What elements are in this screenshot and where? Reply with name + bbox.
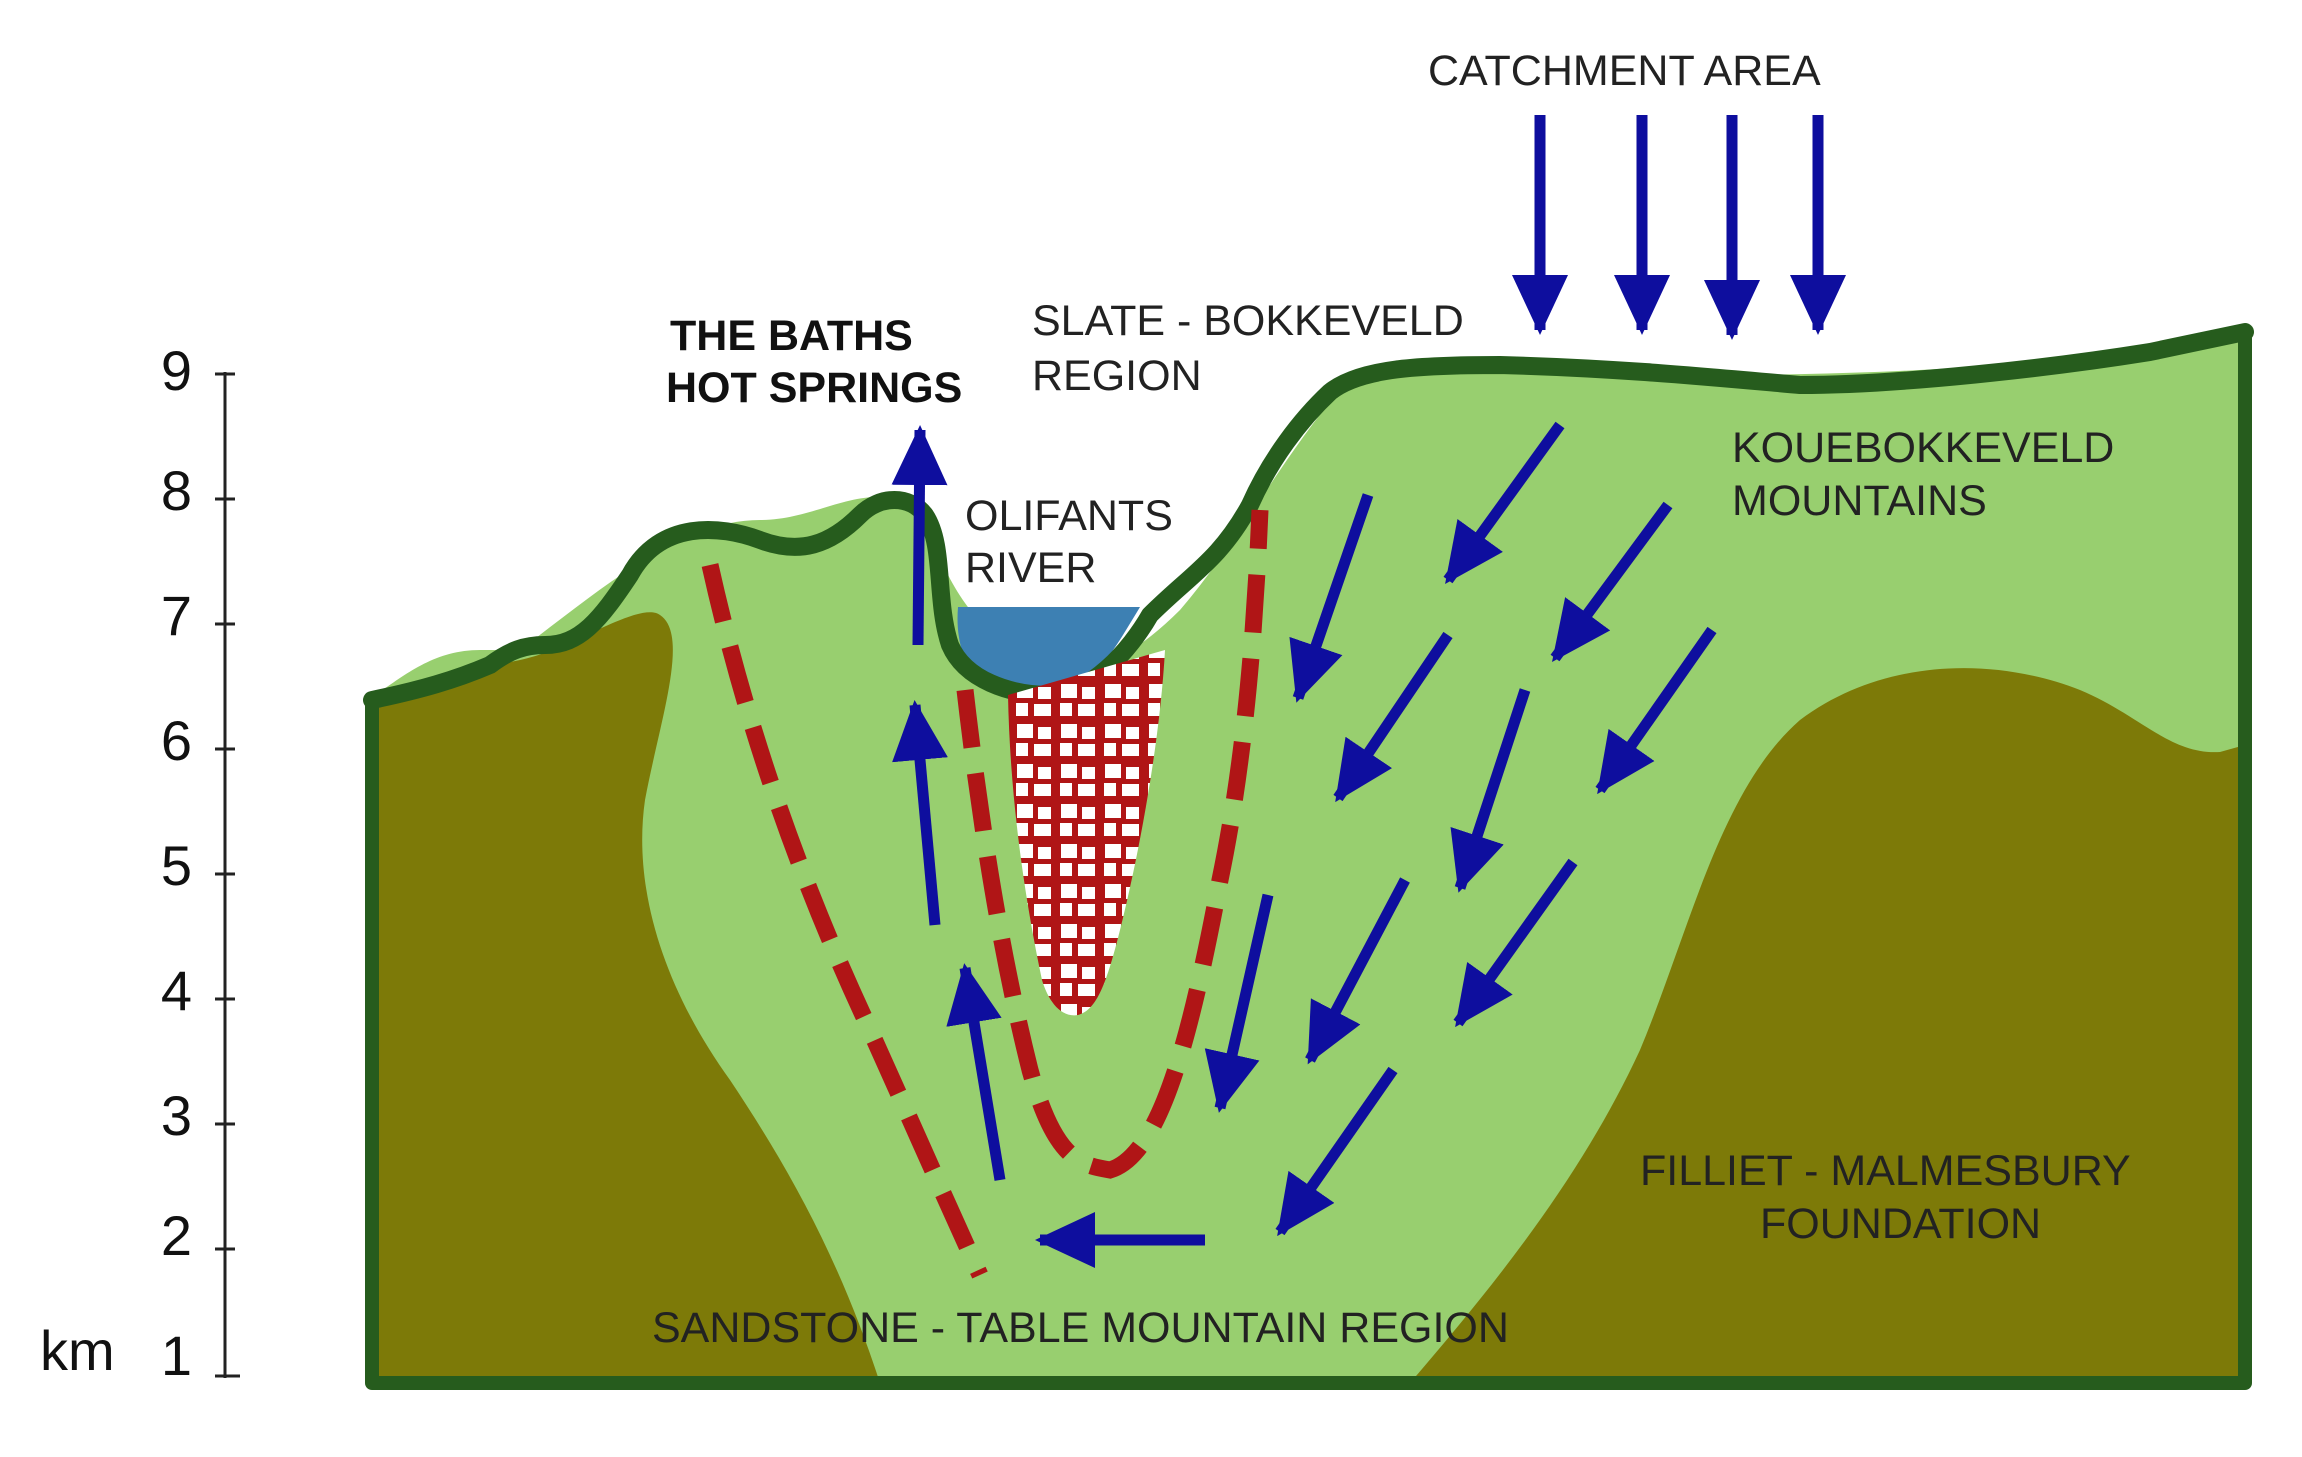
upflow-arrow [892, 700, 948, 926]
flow-arrow [1453, 858, 1578, 1028]
baths-label-line2: HOT SPRINGS [666, 364, 962, 412]
baths-label-line1: THE BATHS [670, 312, 913, 360]
upflow-arrow [891, 425, 948, 646]
sandstone-label: SANDSTONE - TABLE MOUNTAIN REGION [652, 1304, 1509, 1352]
flow-arrow [1275, 1066, 1398, 1237]
koue-label-line2: MOUNTAINS [1732, 477, 1987, 525]
groundwater-flow-arrows [891, 115, 1846, 1268]
flow-arrow [1550, 501, 1673, 663]
tick-label: 1 [161, 1324, 192, 1387]
flow-arrow [1595, 626, 1717, 795]
olifants-label-line2: RIVER [965, 544, 1096, 592]
slate-label-line1: SLATE - BOKKEVELD [1032, 297, 1464, 345]
tick-label: 4 [161, 959, 192, 1022]
axis-unit-label: km [40, 1319, 115, 1382]
upflow-arrow [946, 963, 1006, 1181]
tick-label: 3 [161, 1084, 192, 1147]
catchment-area-label: CATCHMENT AREA [1428, 47, 1821, 95]
fault-line-outer [701, 563, 988, 1279]
foundation-left [370, 612, 880, 1383]
flow-arrow [1450, 688, 1531, 893]
fault-line-inner [956, 509, 1269, 1179]
filliet-label-line1: FILLIET - MALMESBURY [1640, 1147, 2131, 1195]
filliet-label-line2: FOUNDATION [1760, 1200, 2041, 1248]
olifants-label-line1: OLIFANTS [965, 492, 1173, 540]
foundation-right [1410, 668, 2245, 1383]
flow-arrow [1204, 893, 1274, 1113]
koue-label-line1: KOUEBOKKEVELD [1732, 424, 2114, 472]
tick-label: 9 [161, 339, 192, 402]
breccia-zone [1008, 650, 1165, 1016]
section-frame [365, 330, 2252, 1390]
flow-arrow [1333, 631, 1453, 803]
flow-arrow [1289, 493, 1374, 703]
tick-label: 7 [161, 584, 192, 647]
tick-label: 8 [161, 459, 192, 522]
tick-label: 5 [161, 834, 192, 897]
depth-axis: 9 8 7 6 5 4 3 2 1 km [40, 339, 240, 1387]
slate-label-line2: REGION [1032, 352, 1202, 400]
flow-arrow [1305, 877, 1410, 1065]
tick-label: 2 [161, 1204, 192, 1267]
flow-arrow [1443, 421, 1565, 585]
tick-label: 6 [161, 709, 192, 772]
olifants-river-water [957, 607, 1140, 698]
